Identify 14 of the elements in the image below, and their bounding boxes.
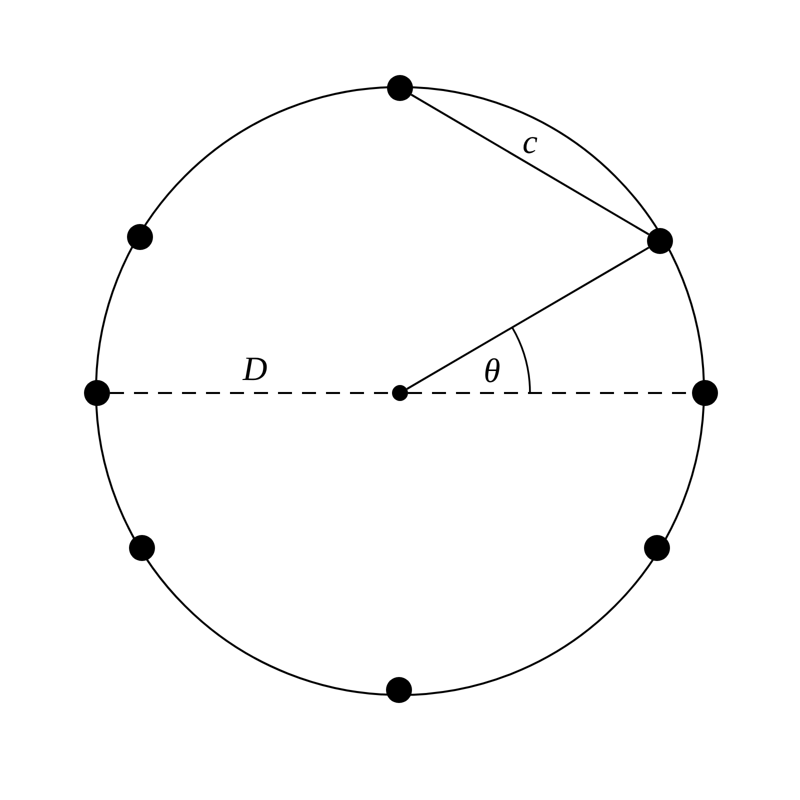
point-dot <box>129 535 155 561</box>
line-segment <box>410 94 650 236</box>
point-dot <box>127 224 153 250</box>
angle-label: θ <box>484 355 500 389</box>
point-dot <box>692 380 718 406</box>
point-dot <box>387 75 413 101</box>
edge-label: D <box>242 353 268 387</box>
point-dot <box>386 677 412 703</box>
point-dot <box>392 385 408 401</box>
point-dot <box>84 380 110 406</box>
line-segment <box>406 246 650 390</box>
edge-label: c <box>522 126 538 160</box>
point-dot <box>644 535 670 561</box>
point-dot <box>647 228 673 254</box>
